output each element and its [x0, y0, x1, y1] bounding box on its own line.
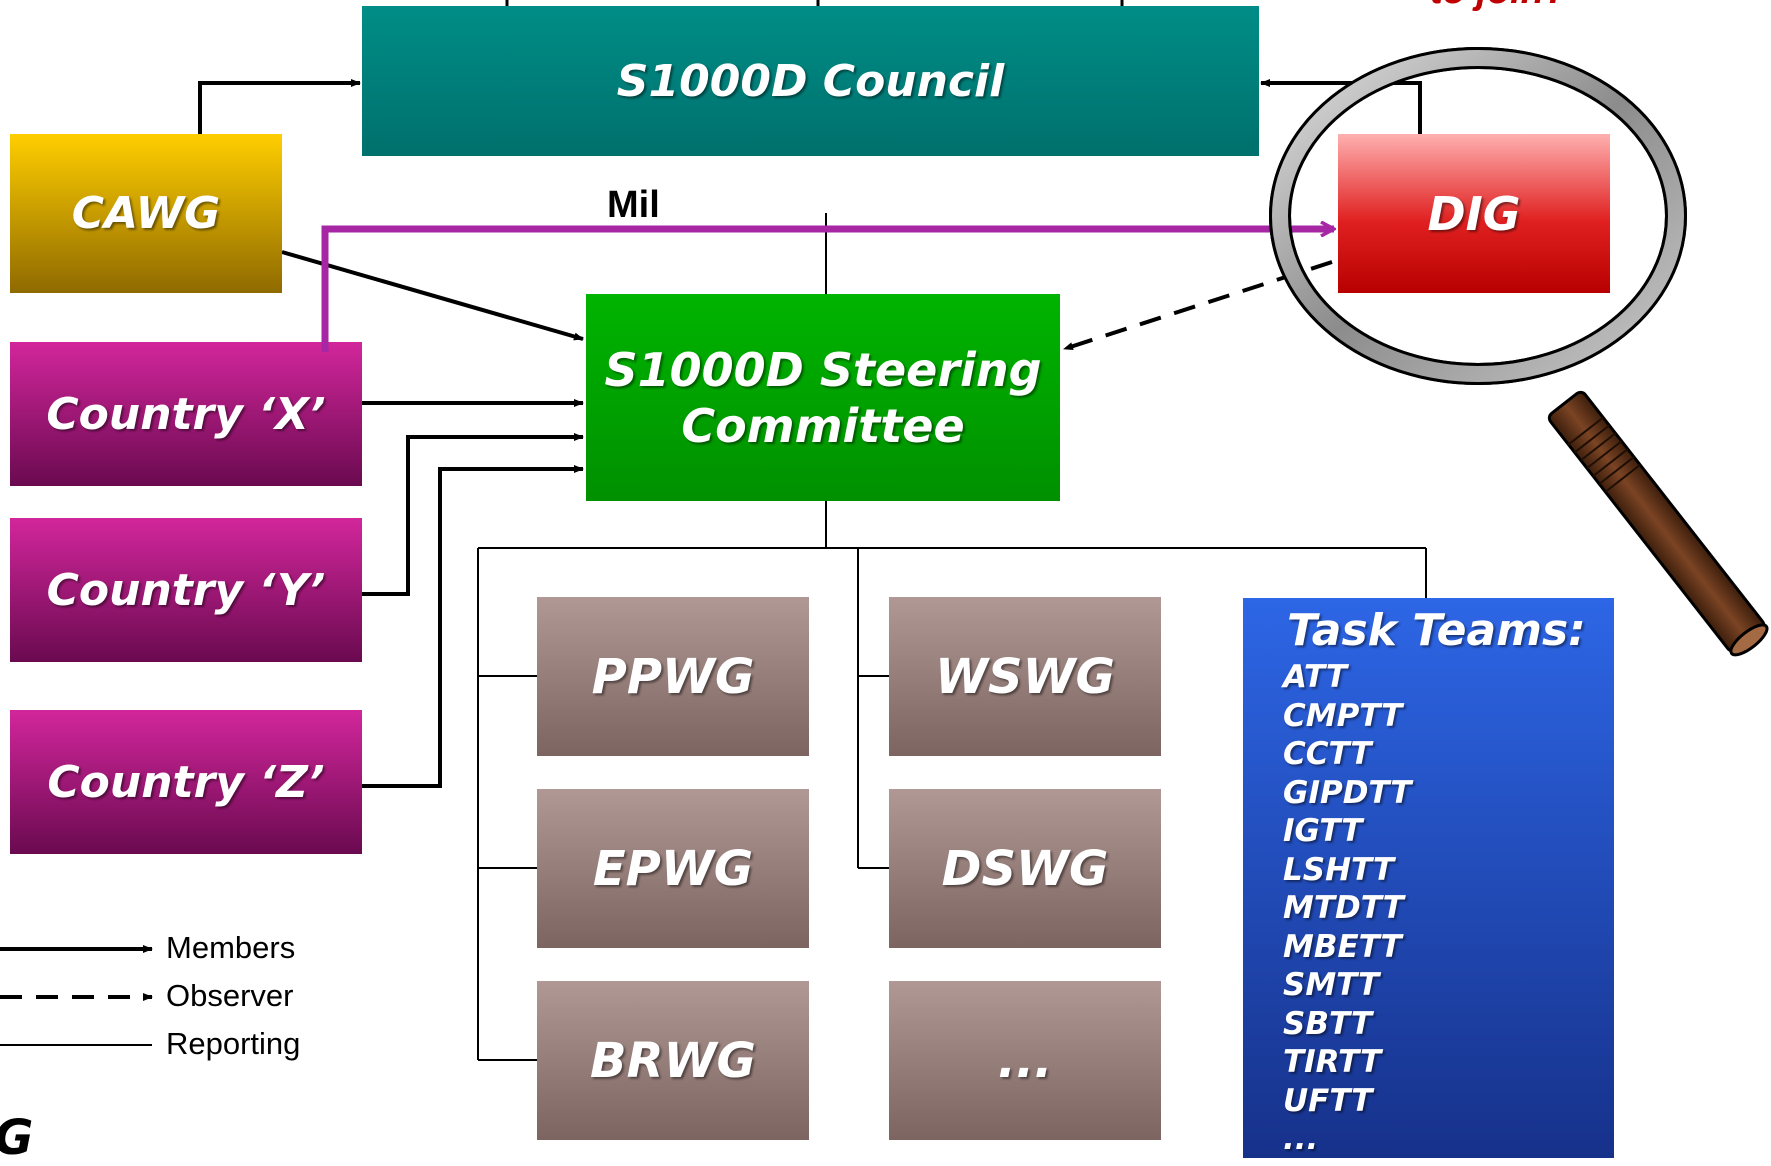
legend-observer-label: Observer	[166, 978, 293, 1014]
mil-label: Mil	[607, 184, 660, 227]
magnifying-glass-icon	[1270, 48, 1771, 660]
legend-members-label: Members	[166, 930, 295, 966]
mil-route-arrow	[325, 229, 1334, 352]
bottom-left-text-fragment: G	[0, 1110, 33, 1166]
join-question-fragment: to join?	[1430, 0, 1567, 13]
legend-reporting-label: Reporting	[166, 1026, 300, 1062]
